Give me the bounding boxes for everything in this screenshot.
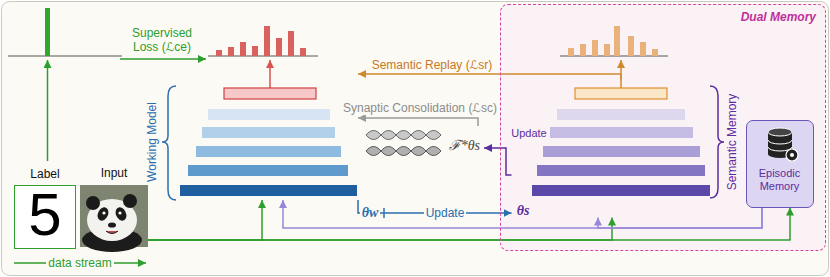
fisher-ribbons <box>366 131 441 156</box>
working-model-layers-part <box>224 88 316 99</box>
edge-label-holder: Update <box>509 126 548 140</box>
semantic-memory-layers-part <box>557 109 685 120</box>
panda-image-part <box>86 196 100 210</box>
digit-label: 5 <box>15 186 75 244</box>
one-hot-chart-part <box>8 56 122 57</box>
edge-label-holder: Update <box>424 206 467 220</box>
episodic-memory-box: Episodic Memory <box>746 120 814 208</box>
working-model-layers-part <box>196 146 341 157</box>
edge-label: Update <box>509 126 548 140</box>
dual-memory-region: Dual MemorySemantic MemoryEpisodic Memor… <box>500 4 826 251</box>
prediction-chart-part <box>240 42 246 56</box>
parameter-symbol: θs <box>515 203 532 219</box>
working-model-layers <box>180 88 357 196</box>
connector-arrow <box>283 200 762 228</box>
prediction-chart-part <box>252 46 258 56</box>
model-title: Semantic Memory <box>725 93 739 190</box>
semantic-output-chart-part <box>614 26 620 56</box>
edge-label: Update <box>424 206 467 220</box>
edge-label-holder: Synaptic Consolidation (ℒsc) <box>341 101 499 115</box>
label-holder: data stream <box>46 256 113 270</box>
stream-label: data stream <box>46 256 113 270</box>
panda-image-part <box>96 206 111 223</box>
semantic-memory-layers-part <box>543 146 700 157</box>
dual-memory-fill <box>500 4 826 251</box>
semantic-memory-layers-part <box>575 88 667 99</box>
panda-image-part <box>102 211 105 214</box>
semantic-output-chart-part <box>580 44 586 56</box>
matrix-symbol: ℱ*θs <box>362 135 480 154</box>
edge-label: Semantic Replay (ℒsr) <box>370 58 495 72</box>
working-model-brace <box>162 86 176 200</box>
connector-arrow <box>148 200 262 240</box>
loss-label: Supervised Loss (ℒce) <box>125 26 199 54</box>
label-holder: θw <box>360 205 381 221</box>
semantic-output-chart-part <box>640 42 646 56</box>
connector-arrow <box>358 118 478 126</box>
edge-label-holder: Semantic Replay (ℒsr) <box>370 58 495 72</box>
semantic-memory: Semantic Memory <box>512 80 740 218</box>
input-image: Input <box>80 185 148 247</box>
label-box: Label5 <box>14 185 76 249</box>
semantic-memory-brace <box>710 86 724 198</box>
connector-arrow <box>484 148 512 175</box>
prediction-chart-part <box>276 38 282 56</box>
box-title: Episodic Memory <box>749 167 811 193</box>
loss-arrow <box>120 58 206 60</box>
semantic-output-chart-part <box>604 44 610 56</box>
edge-label: Synaptic Consolidation (ℒsc) <box>341 101 499 115</box>
prediction-chart-part <box>216 50 222 56</box>
parameter-symbol: θw <box>360 205 381 221</box>
semantic-memory-layers-part <box>537 165 705 176</box>
connector-arrow <box>358 74 621 80</box>
panda-image-part <box>106 231 118 234</box>
fisher-ribbons-part <box>366 131 441 140</box>
label-arrow <box>47 60 49 161</box>
semantic-output-chart-part <box>652 49 658 56</box>
fisher-matrix: ℱ*θs <box>362 126 484 162</box>
panda-image-part <box>108 222 116 227</box>
label-holder: Supervised Loss (ℒce) <box>125 26 199 54</box>
prediction-chart-part <box>288 31 294 56</box>
working-model-layers-part <box>180 185 357 196</box>
region-title: Dual Memory <box>501 10 816 24</box>
prediction-chart-part <box>228 47 234 56</box>
working-model-layers-part <box>188 165 348 176</box>
fisher-ribbons-part-part <box>366 147 441 156</box>
semantic-output-chart-part <box>628 36 634 56</box>
model-title: Working Model <box>145 102 159 182</box>
panda-image-part <box>123 194 137 208</box>
panda-image-part <box>114 206 129 223</box>
connector-arrow <box>148 208 790 241</box>
prediction-chart <box>208 26 318 56</box>
working-model: Working Model <box>140 68 358 200</box>
panda-image-part <box>118 211 121 214</box>
prediction-chart-part <box>264 26 270 56</box>
semantic-memory-layers <box>532 88 710 196</box>
one-hot-chart <box>8 8 122 56</box>
semantic-memory-layers-part <box>532 185 710 196</box>
semantic-memory-layers-part <box>550 127 693 138</box>
semantic-output-chart-part <box>568 48 574 56</box>
working-model-layers-part <box>208 109 330 120</box>
panda-image <box>80 185 148 252</box>
fisher-ribbons-part <box>366 147 441 156</box>
semantic-output-chart <box>560 26 668 56</box>
prediction-chart-part <box>300 48 306 56</box>
output-arrow <box>269 60 271 88</box>
semantic-output-chart-part <box>592 40 598 56</box>
working-model-layers-part <box>202 127 335 138</box>
one-hot-chart-part <box>45 8 50 56</box>
label-holder: θs <box>515 203 532 219</box>
connector-arrow <box>598 208 762 229</box>
